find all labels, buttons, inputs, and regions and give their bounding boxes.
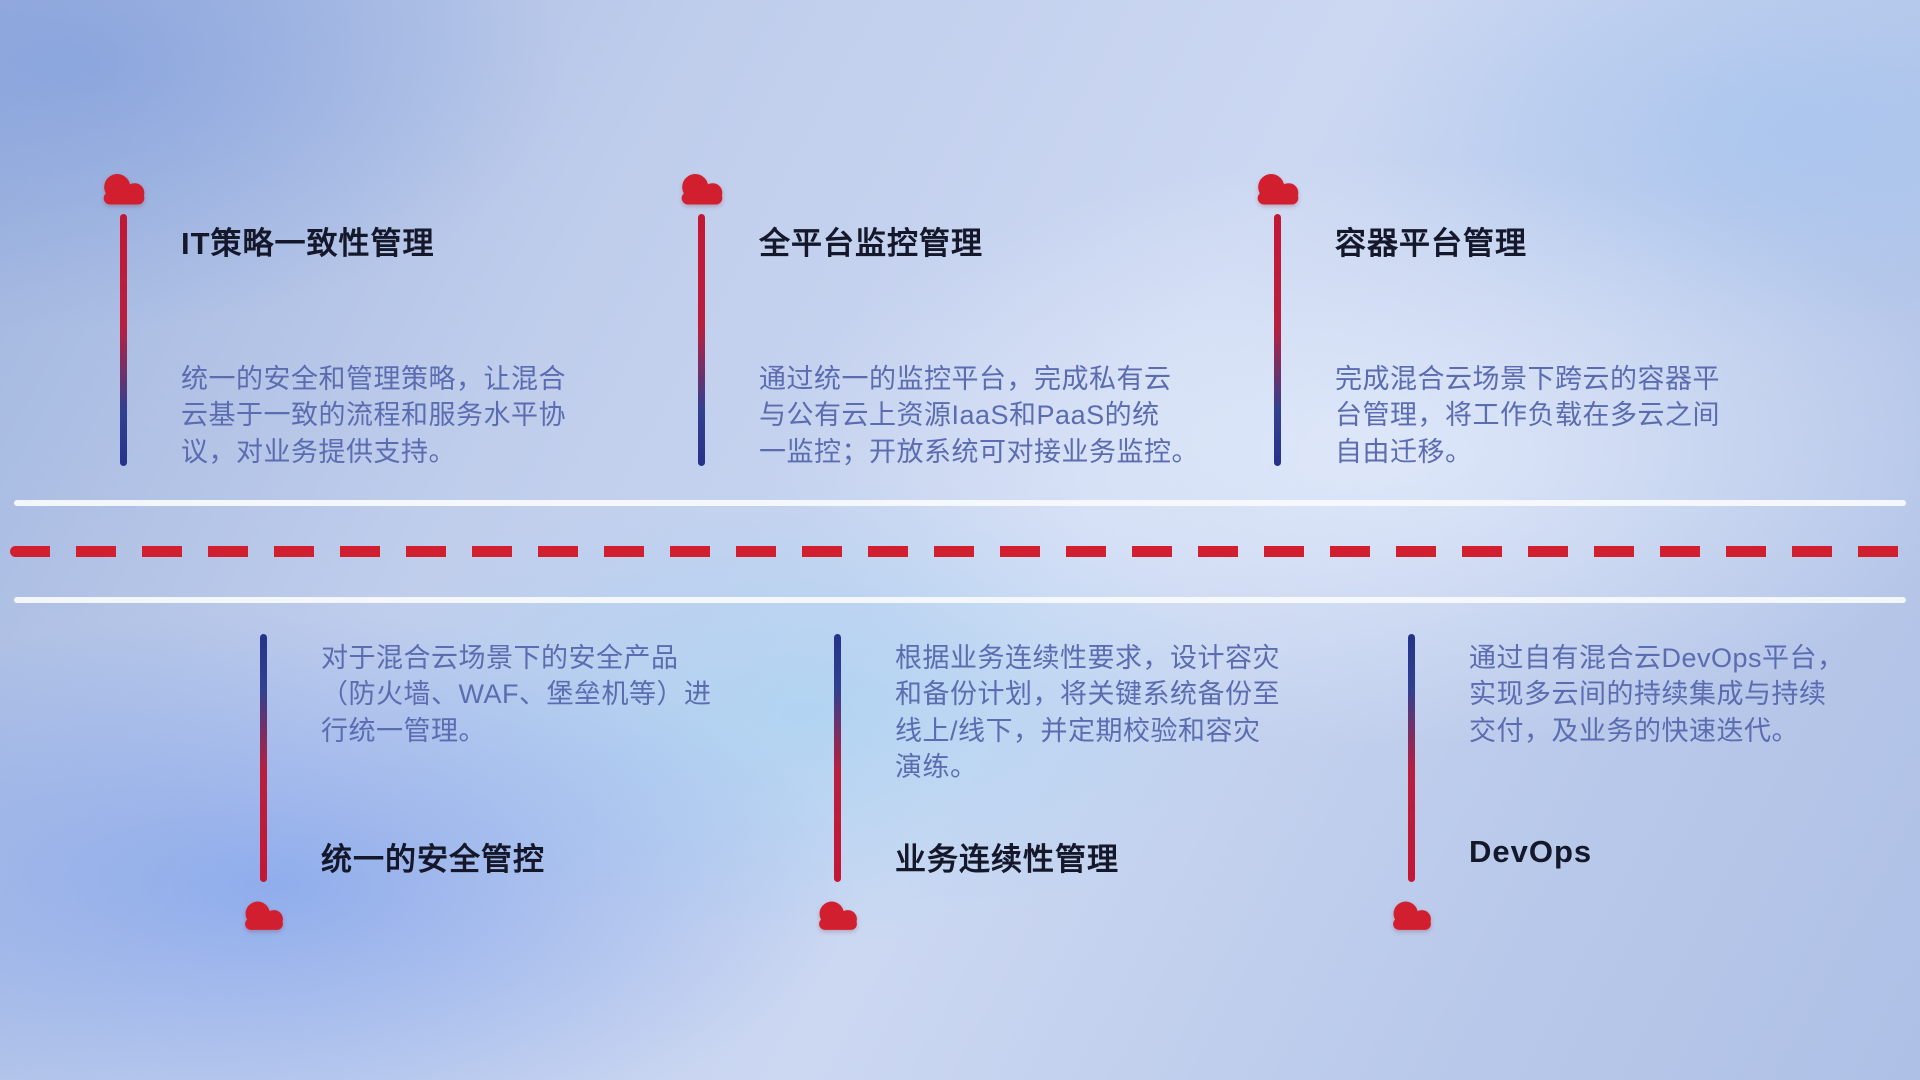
feature-description: 通过自有混合云DevOps平台， 实现多云间的持续集成与持续 交付，及业务的快速… — [1469, 643, 1845, 746]
divider-line-top — [14, 500, 1906, 506]
cloud-icon — [1249, 168, 1307, 210]
feature-item-devops: 通过自有混合云DevOps平台， 实现多云间的持续集成与持续 交付，及业务的快速… — [1383, 628, 1920, 968]
timeline-connector — [120, 214, 127, 466]
timeline-connector — [698, 214, 705, 466]
feature-description: 根据业务连续性要求，设计容灾 和备份计划，将关键系统备份至 线上/线下，并定期校… — [895, 643, 1280, 783]
feature-item-it-policy: IT策略一致性管理 统一的安全和管理策略，让混合 云基于一致的流程和服务水平协 … — [95, 168, 655, 518]
timeline-connector — [1274, 214, 1281, 466]
cloud-icon — [237, 896, 291, 935]
timeline-connector — [834, 634, 841, 882]
feature-item-container: 容器平台管理 完成混合云场景下跨云的容器平 台管理，将工作负载在多云之间 自由迁… — [1249, 168, 1809, 518]
cloud-icon — [811, 896, 865, 935]
divider-line-bottom — [14, 597, 1906, 603]
feature-description: 统一的安全和管理策略，让混合 云基于一致的流程和服务水平协 议，对业务提供支持。 — [181, 364, 566, 467]
cloud-icon — [673, 168, 731, 210]
feature-item-security: 对于混合云场景下的安全产品 （防火墙、WAF、堡垒机等）进 行统一管理。 统一的… — [235, 628, 795, 968]
feature-title: IT策略一致性管理 — [181, 226, 435, 261]
divider-dashed-line — [10, 546, 1910, 557]
feature-title: DevOps — [1469, 834, 1593, 869]
feature-title: 容器平台管理 — [1335, 226, 1527, 261]
timeline-connector — [260, 634, 267, 882]
feature-description: 对于混合云场景下的安全产品 （防火墙、WAF、堡垒机等）进 行统一管理。 — [321, 643, 712, 746]
feature-title: 业务连续性管理 — [895, 842, 1119, 877]
feature-description: 通过统一的监控平台，完成私有云 与公有云上资源IaaS和PaaS的统 一监控；开… — [759, 364, 1199, 467]
feature-title: 全平台监控管理 — [759, 226, 983, 261]
feature-description: 完成混合云场景下跨云的容器平 台管理，将工作负载在多云之间 自由迁移。 — [1335, 364, 1720, 467]
cloud-icon — [1385, 896, 1439, 935]
timeline-connector — [1408, 634, 1415, 882]
cloud-icon — [95, 168, 153, 210]
feature-title: 统一的安全管控 — [321, 842, 545, 877]
feature-item-monitoring: 全平台监控管理 通过统一的监控平台，完成私有云 与公有云上资源IaaS和PaaS… — [673, 168, 1233, 518]
feature-item-continuity: 根据业务连续性要求，设计容灾 和备份计划，将关键系统备份至 线上/线下，并定期校… — [809, 628, 1369, 968]
